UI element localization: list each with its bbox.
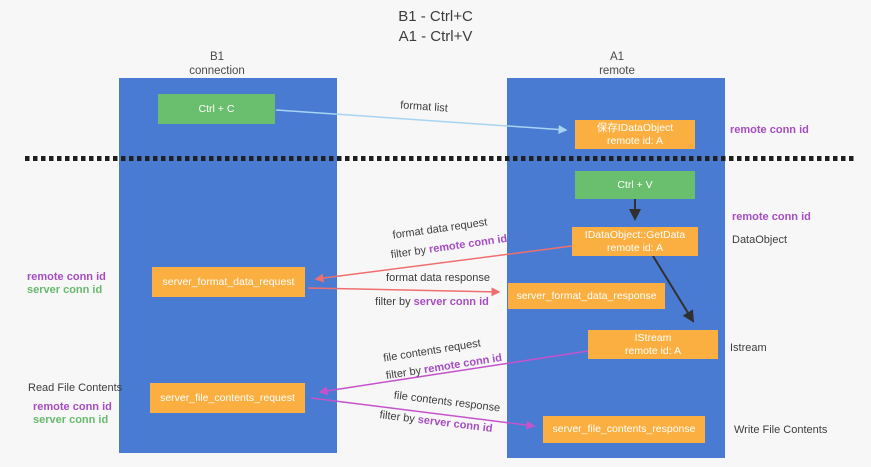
node-save-idataobject: 保存IDataObject remote id: A <box>575 120 695 149</box>
node-server-format-data-request: server_format_data_request <box>152 267 305 297</box>
session-divider-line <box>25 156 857 161</box>
label-remote-conn-id-right-1: remote conn id <box>730 124 809 136</box>
node-server-file-contents-request-label: server_file_contents_request <box>160 391 295 404</box>
node-server-format-data-response: server_format_data_response <box>508 283 665 309</box>
node-idataobject-getdata-line1: IDataObject::GetData <box>584 228 686 241</box>
node-idataobject-getdata: IDataObject::GetData remote id: A <box>572 227 698 256</box>
label-dataobject: DataObject <box>732 234 788 246</box>
arrow-file-contents-request <box>318 350 589 396</box>
label-remote-conn-id-left-2: remote conn id <box>33 401 112 413</box>
title-line-2: A1 - Ctrl+V <box>398 28 473 45</box>
label-remote-conn-id-left-1: remote conn id <box>27 271 106 283</box>
title-line-1: B1 - Ctrl+C <box>398 8 473 25</box>
node-save-idataobject-line1: 保存IDataObject <box>596 121 674 134</box>
header-a1-remote: A1 remote <box>557 50 677 78</box>
header-a1-name: A1 <box>609 51 625 63</box>
label-write-file-contents: Write File Contents <box>734 424 828 436</box>
node-ctrl-v-label: Ctrl + V <box>617 178 653 191</box>
label-filter-by-server-conn-id-1: filter by server conn id <box>375 296 489 308</box>
node-ctrl-c-label: Ctrl + C <box>198 102 235 115</box>
arrow-getdata-to-istream <box>652 255 695 323</box>
node-ctrl-c: Ctrl + C <box>158 94 275 124</box>
header-b1-name: B1 <box>209 51 225 63</box>
node-server-format-data-request-label: server_format_data_request <box>162 275 295 288</box>
label-filter-by-2-value: server conn id <box>413 296 489 308</box>
node-idataobject-getdata-line2: remote id: A <box>606 241 664 254</box>
node-ctrl-v: Ctrl + V <box>575 171 695 199</box>
node-server-format-data-response-label: server_format_data_response <box>516 289 657 302</box>
node-save-idataobject-line2: remote id: A <box>606 134 664 147</box>
label-filter-by-2-prefix: filter by <box>375 296 414 308</box>
diagram-title: B1 - Ctrl+C A1 - Ctrl+V <box>0 7 871 47</box>
node-server-file-contents-request: server_file_contents_request <box>150 383 305 413</box>
node-istream: IStream remote id: A <box>588 330 718 359</box>
arrow-format-data-response <box>307 287 501 297</box>
label-server-conn-id-left-1: server conn id <box>27 284 103 296</box>
label-remote-conn-id-right-2: remote conn id <box>732 211 811 223</box>
header-b1-connection: B1 connection <box>157 50 277 78</box>
node-server-file-contents-response-label: server_file_contents_response <box>552 423 696 435</box>
arrow-format-list <box>275 109 568 134</box>
node-istream-line2: remote id: A <box>624 344 682 357</box>
node-istream-line1: IStream <box>634 331 672 344</box>
arrow-file-contents-response <box>310 397 536 430</box>
label-read-file-contents: Read File Contents <box>28 382 123 394</box>
header-b1-role: connection <box>189 65 245 77</box>
label-format-data-response: format data response <box>386 272 490 284</box>
label-istream: Istream <box>730 342 767 354</box>
arrow-format-data-request <box>314 245 573 283</box>
label-server-conn-id-left-2: server conn id <box>33 414 109 426</box>
header-a1-role: remote <box>599 65 635 77</box>
node-server-file-contents-response: server_file_contents_response <box>543 416 705 443</box>
